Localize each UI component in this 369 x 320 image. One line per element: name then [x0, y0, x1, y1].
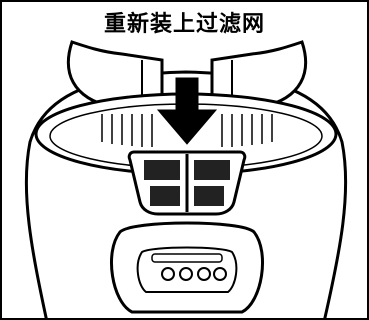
instruction-title: 重新装上过滤网: [2, 6, 367, 38]
grille-fins: [101, 114, 273, 147]
control-buttons: [161, 267, 227, 281]
down-arrow-icon: [156, 77, 218, 145]
filter-cartridge: [127, 150, 247, 216]
